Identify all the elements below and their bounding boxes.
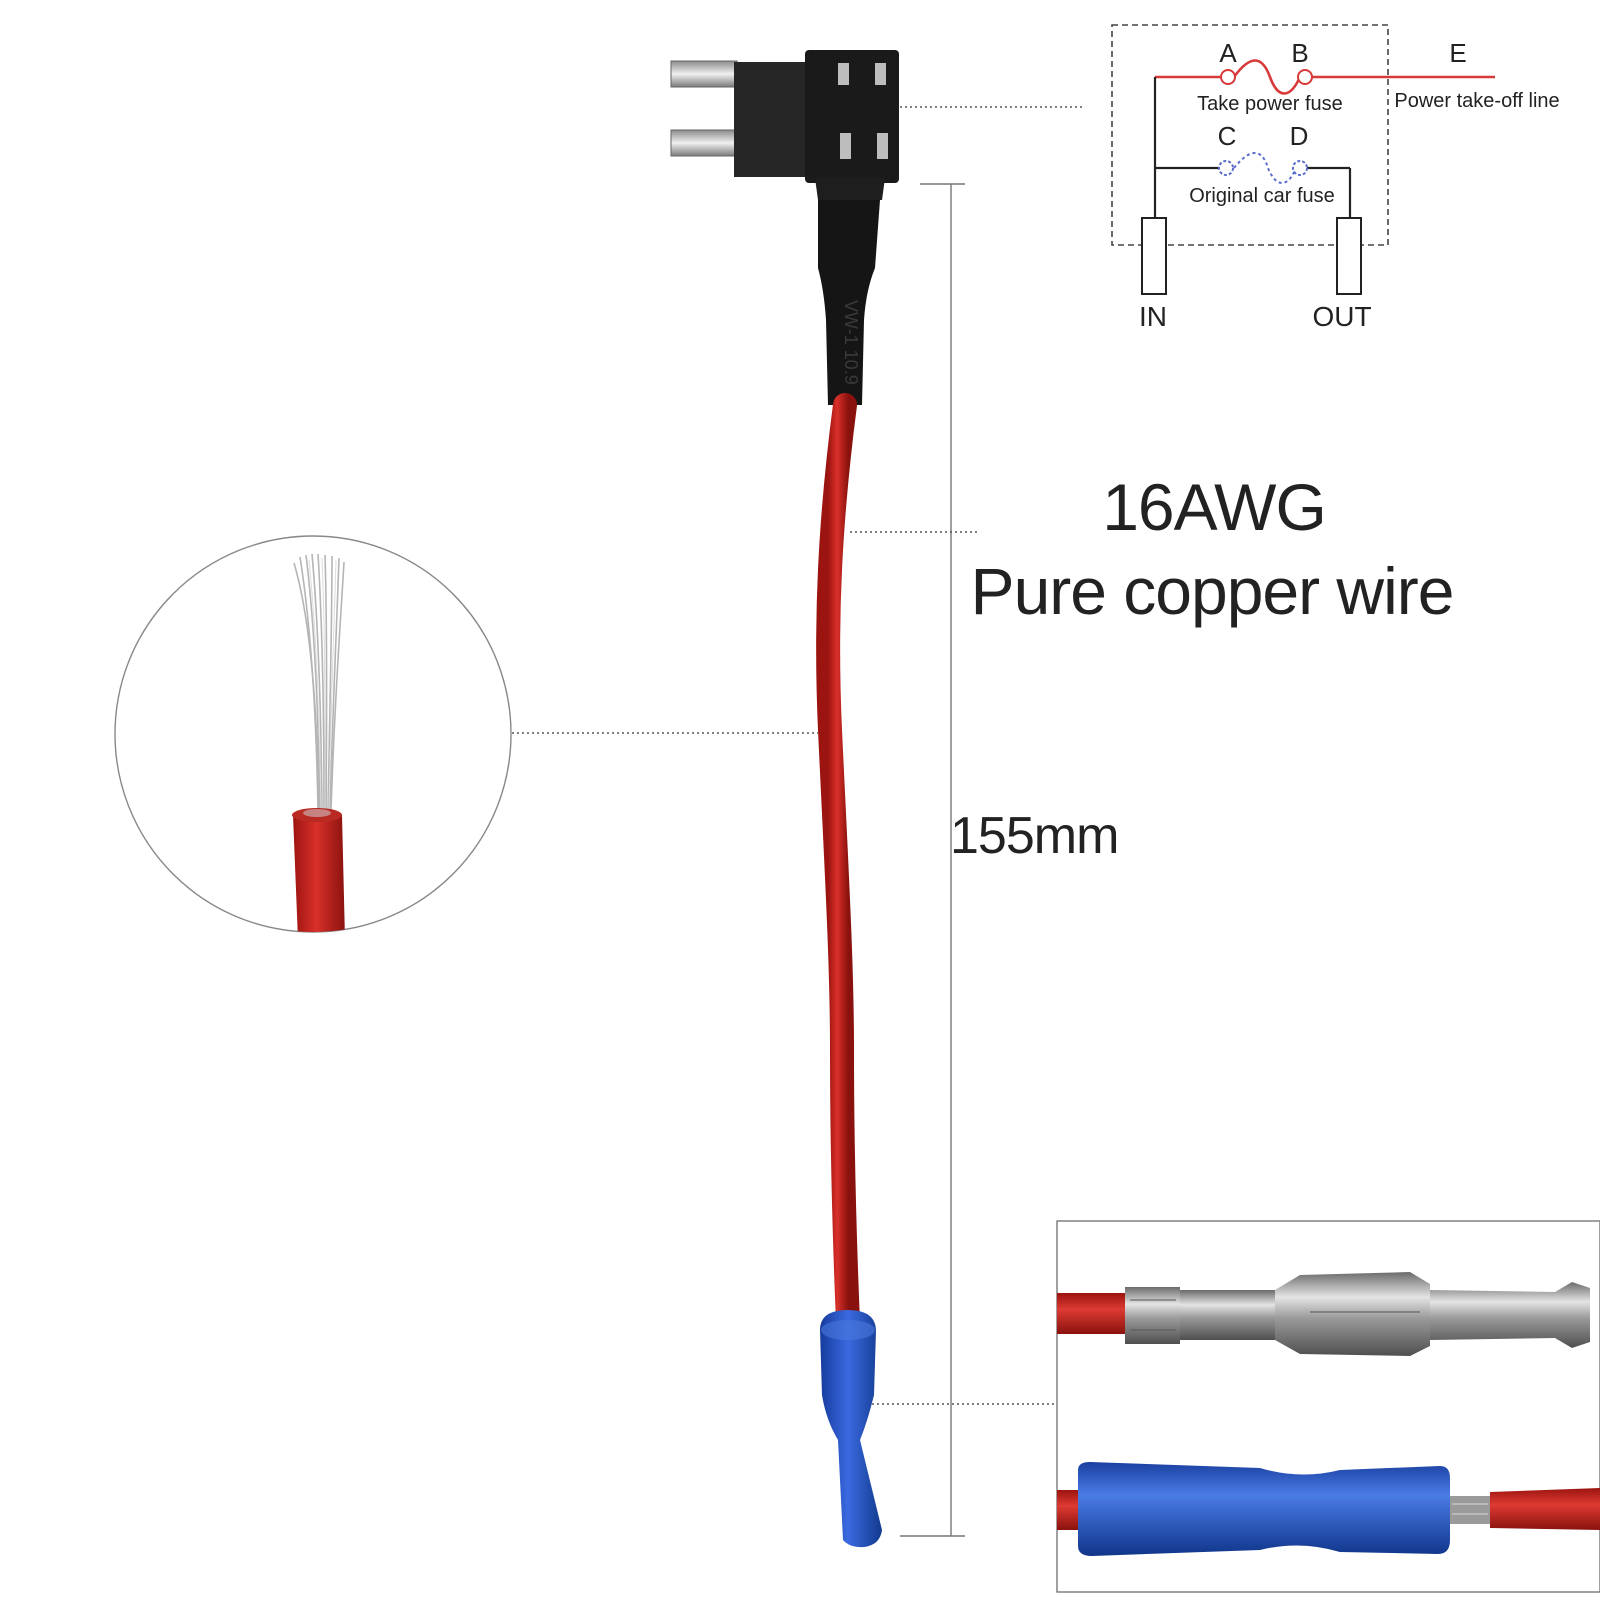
leader-lines xyxy=(512,106,1083,1405)
label-c: C xyxy=(1218,121,1237,151)
fuse-pin-b xyxy=(1297,69,1313,85)
gauge-heading: 16AWG xyxy=(1102,470,1326,544)
label-in: IN xyxy=(1139,301,1167,332)
fuse-pin-a xyxy=(1220,69,1236,85)
label-a: A xyxy=(1219,38,1237,68)
blue-female-terminal xyxy=(820,1310,882,1548)
material-heading: Pure copper wire xyxy=(971,554,1454,628)
label-b: B xyxy=(1291,38,1308,68)
fuse-pin-c xyxy=(1218,160,1234,176)
fuse-pin-d xyxy=(1292,160,1308,176)
fuse-prong-bottom xyxy=(670,129,738,157)
label-power-take-off-line: Power take-off line xyxy=(1394,90,1559,112)
red-wire xyxy=(816,393,860,1334)
label-original-car-fuse: Original car fuse xyxy=(1189,185,1335,207)
sleeve-print: VW-1 10.9 xyxy=(841,300,861,385)
label-take-power-fuse: Take power fuse xyxy=(1197,93,1343,115)
out-blade xyxy=(1336,217,1362,295)
heat-shrink-sleeve xyxy=(818,200,880,405)
length-dimension xyxy=(900,183,965,1537)
fuse-tap: VW-1 10.9 xyxy=(670,50,899,405)
fuse-prong-top xyxy=(670,60,738,88)
circuit-schematic: A B E Take power fuse Power take-off lin… xyxy=(1111,24,1560,332)
label-out: OUT xyxy=(1312,301,1371,332)
label-e: E xyxy=(1449,38,1466,68)
in-blade xyxy=(1141,217,1167,295)
label-d: D xyxy=(1290,121,1309,151)
schematic-frame xyxy=(1111,24,1389,246)
copper-strand-closeup xyxy=(114,535,512,933)
terminal-closeup xyxy=(1056,1220,1600,1593)
length-label: 155mm xyxy=(950,807,1118,865)
